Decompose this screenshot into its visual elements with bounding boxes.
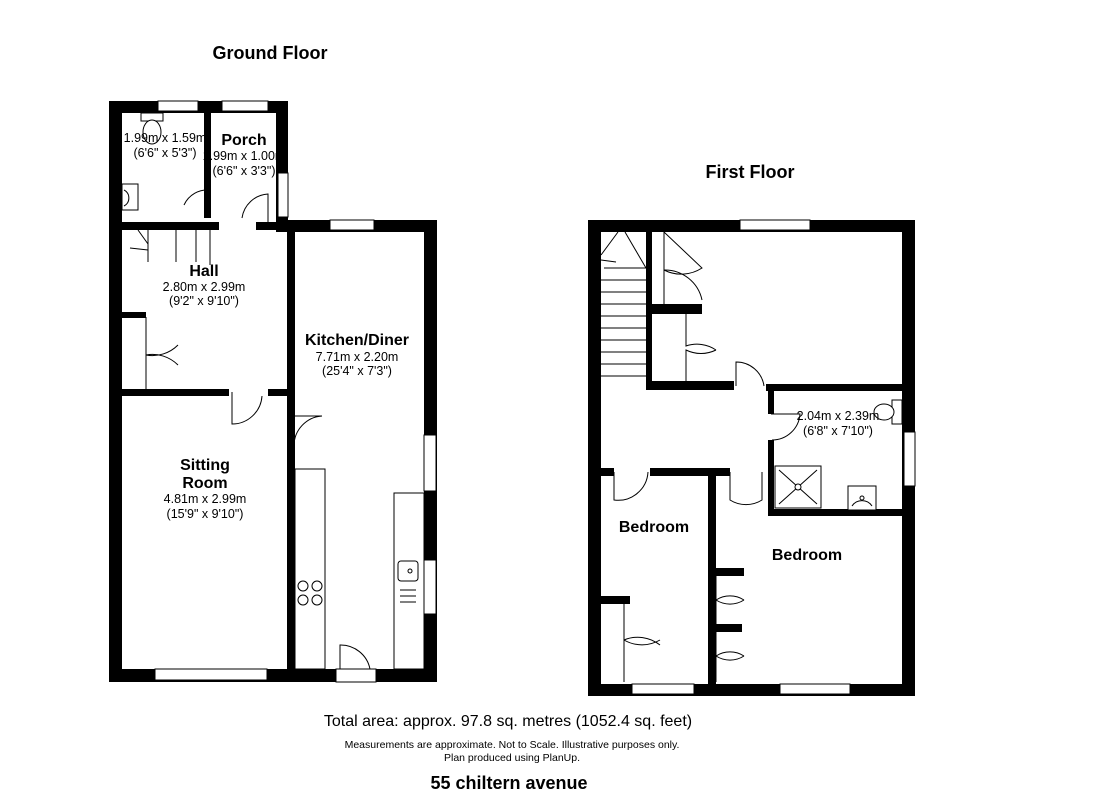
basin-icon <box>847 485 877 511</box>
bedroom-door-swing <box>613 471 649 501</box>
wc-porch-wall <box>204 108 211 218</box>
ground-floor-title: Ground Floor <box>213 43 328 63</box>
ground-window <box>423 559 437 615</box>
first-wall-left <box>588 220 601 696</box>
porch-dimensions-metric: 1.99m x 1.00m <box>203 149 286 163</box>
kitchen-worktop <box>294 468 326 670</box>
shower-icon <box>774 465 822 509</box>
bathroom-dimensions-imperial: (6'8" x 7'10") <box>803 424 873 438</box>
porch-bottom-wall <box>256 222 286 230</box>
sitting-room-name-line1: Sitting <box>180 457 230 474</box>
wardrobe-door-swing <box>715 595 745 624</box>
porch-name: Porch <box>221 132 266 149</box>
wardrobe-wall <box>714 624 742 632</box>
first-window <box>903 431 916 487</box>
first-stairs <box>600 231 647 377</box>
kitchen-name: Kitchen/Diner <box>305 332 409 349</box>
first-floor-plan <box>588 219 916 696</box>
kitchen-door-swing <box>339 644 371 670</box>
wardrobe-wall <box>714 568 744 576</box>
bathroom-door-swing <box>771 413 801 441</box>
wardrobe-door-swing <box>623 636 661 682</box>
kitchen-door-swing <box>291 415 323 447</box>
kitchen-door-opening <box>335 668 377 683</box>
sitting-room-dimensions-imperial: (15'9" x 9'10") <box>167 507 244 521</box>
first-window <box>631 683 695 695</box>
ground-window <box>423 434 437 492</box>
wardrobe-wall <box>600 596 630 604</box>
ground-window <box>277 172 289 218</box>
ground-window <box>154 668 268 681</box>
landing-wall <box>646 381 734 390</box>
cupboard-door-swing <box>145 353 179 389</box>
first-window <box>739 219 811 231</box>
landing-door-swing <box>735 361 765 387</box>
hall-dimensions-imperial: (9'2" x 9'10") <box>169 294 239 308</box>
stair-wall <box>646 228 652 390</box>
hall-sitting-wall <box>109 389 229 396</box>
sitting-door-swing <box>231 392 263 425</box>
cupboard-door-swing <box>663 230 703 275</box>
porch-door-swing <box>241 193 269 222</box>
hall-kitchen-wall <box>287 222 295 682</box>
cupboard-wall <box>118 312 146 318</box>
total-area: Total area: approx. 97.8 sq. metres (105… <box>324 713 692 730</box>
porch-dimensions-imperial: (6'6" x 3'3") <box>213 164 276 178</box>
bathroom-dimensions-metric: 2.04m x 2.39m <box>797 409 880 423</box>
toilet-icon <box>140 112 164 145</box>
disclaimer-line1: Measurements are approximate. Not to Sca… <box>345 739 680 751</box>
wardrobe-door-swing <box>715 651 745 682</box>
bedroom-left-name: Bedroom <box>619 519 689 536</box>
hall-dimensions-metric: 2.80m x 2.99m <box>163 280 246 294</box>
sink-icon <box>397 560 419 603</box>
first-floor-title: First Floor <box>706 162 795 182</box>
sitting-room-name-line2: Room <box>182 475 227 492</box>
disclaimer-line2: Plan produced using PlanUp. <box>444 752 580 764</box>
cupboard-door-swing <box>145 317 179 357</box>
ground-window <box>221 100 269 112</box>
wc-bottom-wall <box>109 222 219 230</box>
first-window <box>779 683 851 695</box>
bedroom-right-name: Bedroom <box>772 547 842 564</box>
bedroom-door-swing <box>729 472 763 506</box>
ground-stairs <box>122 227 211 265</box>
cupboard-door-swing <box>685 349 717 384</box>
wardrobe-door-swing <box>715 632 745 661</box>
ground-window <box>329 219 375 231</box>
bedrooms-divider-wall <box>708 470 716 692</box>
bathroom-bottom-wall <box>768 509 908 516</box>
wc-dimensions-imperial: (6'6" x 5'3") <box>134 146 197 160</box>
toilet-icon <box>873 399 903 425</box>
bathroom-left-wall <box>768 384 774 414</box>
property-address: 55 chiltern avenue <box>430 773 587 793</box>
bedroom-top-wall <box>600 468 614 476</box>
bedroom-top-wall <box>650 468 730 476</box>
bathroom-left-wall <box>768 440 774 516</box>
wc-door-swing <box>183 189 211 218</box>
hall-sitting-wall-b <box>268 389 292 396</box>
sitting-room-dimensions-metric: 4.81m x 2.99m <box>164 492 247 506</box>
hall-name: Hall <box>189 263 218 280</box>
kitchen-dimensions-imperial: (25'4" x 7'3") <box>322 364 392 378</box>
basin-icon <box>121 183 139 211</box>
wardrobe-door-swing <box>715 576 745 605</box>
kitchen-dimensions-metric: 7.71m x 2.20m <box>316 350 399 364</box>
wc-dimensions-metric: 1.99m x 1.59m <box>124 131 207 145</box>
cupboard-door-swing <box>685 314 717 351</box>
cupboard-door-swing <box>663 269 703 305</box>
cupboard-wall <box>652 304 702 314</box>
hob-icon <box>297 580 323 606</box>
ground-window <box>157 100 199 112</box>
ground-floor-plan <box>109 100 437 683</box>
bathroom-top-wall <box>766 384 904 391</box>
